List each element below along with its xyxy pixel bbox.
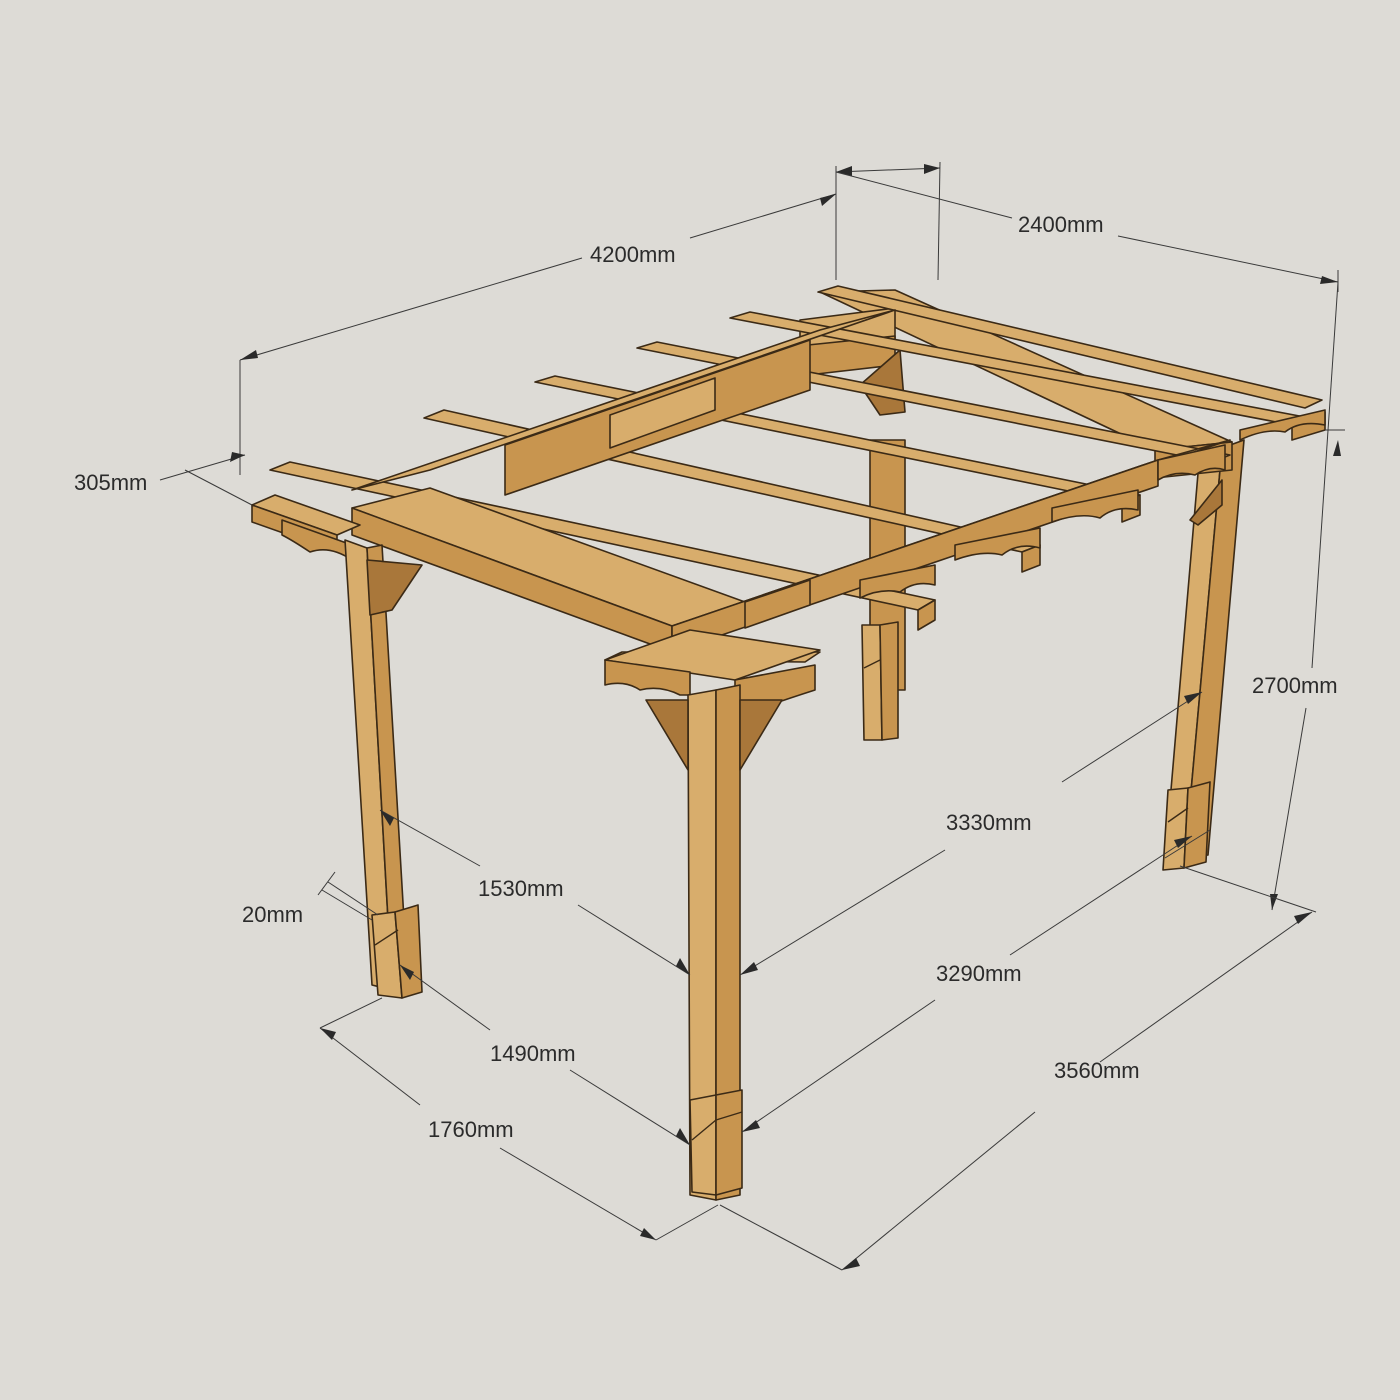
label-1490mm: 1490mm	[490, 1041, 576, 1066]
label-2700mm: 2700mm	[1252, 673, 1338, 698]
label-1760mm: 1760mm	[428, 1117, 514, 1142]
label-3290mm: 3290mm	[936, 961, 1022, 986]
label-3330mm: 3330mm	[946, 810, 1032, 835]
pergola-structure	[251, 285, 1326, 1201]
front-left-corner	[251, 494, 361, 561]
label-3560mm: 3560mm	[1054, 1058, 1140, 1083]
dimension-lines	[159, 161, 1345, 1271]
label-1530mm: 1530mm	[478, 876, 564, 901]
post-back-right	[1162, 439, 1245, 871]
label-4200mm: 4200mm	[590, 242, 676, 267]
label-2400mm: 2400mm	[1018, 212, 1104, 237]
inner-rail	[351, 309, 896, 496]
front-beam	[671, 439, 1231, 653]
label-305mm: 305mm	[74, 470, 147, 495]
label-20mm: 20mm	[242, 902, 303, 927]
dimension-labels: 4200mm 2400mm 305mm 2700mm 3330mm 1530mm…	[74, 212, 1338, 1142]
right-overhangs	[859, 409, 1326, 599]
front-right-corner	[604, 629, 821, 706]
post-front-right	[645, 684, 783, 1201]
post-front-left	[344, 539, 423, 999]
